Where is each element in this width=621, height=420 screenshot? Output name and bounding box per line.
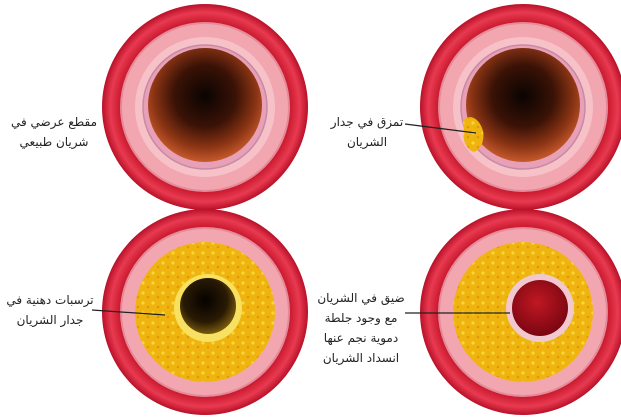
label-line: مع وجود جلطة [315,308,407,328]
label-line: ترسبات دهنية في [0,290,100,310]
lumen [466,48,580,162]
label-tear: تمزق في جدار الشريان [325,112,409,152]
blood-clot [512,280,568,336]
artery-narrowing [420,209,621,415]
label-fatty: ترسبات دهنية في جدار الشريان [0,290,100,330]
label-normal: مقطع عرضي في شريان طبيعي [2,112,106,152]
label-line: الشريان [325,132,409,152]
label-line: شريان طبيعي [2,132,106,152]
label-line: تمزق في جدار [325,112,409,132]
lumen [148,48,262,162]
label-line: دموية نجم عنها [315,328,407,348]
label-line: انسداد الشريان [315,348,407,368]
label-line: مقطع عرضي في [2,112,106,132]
artery-tear [420,4,621,210]
label-line: جدار الشريان [0,310,100,330]
narrow-lumen [180,278,236,334]
label-line: ضيق في الشريان [315,288,407,308]
artery-normal [102,4,308,210]
artery-fatty [102,209,308,415]
label-narrowing: ضيق في الشريان مع وجود جلطة دموية نجم عن… [315,288,407,368]
